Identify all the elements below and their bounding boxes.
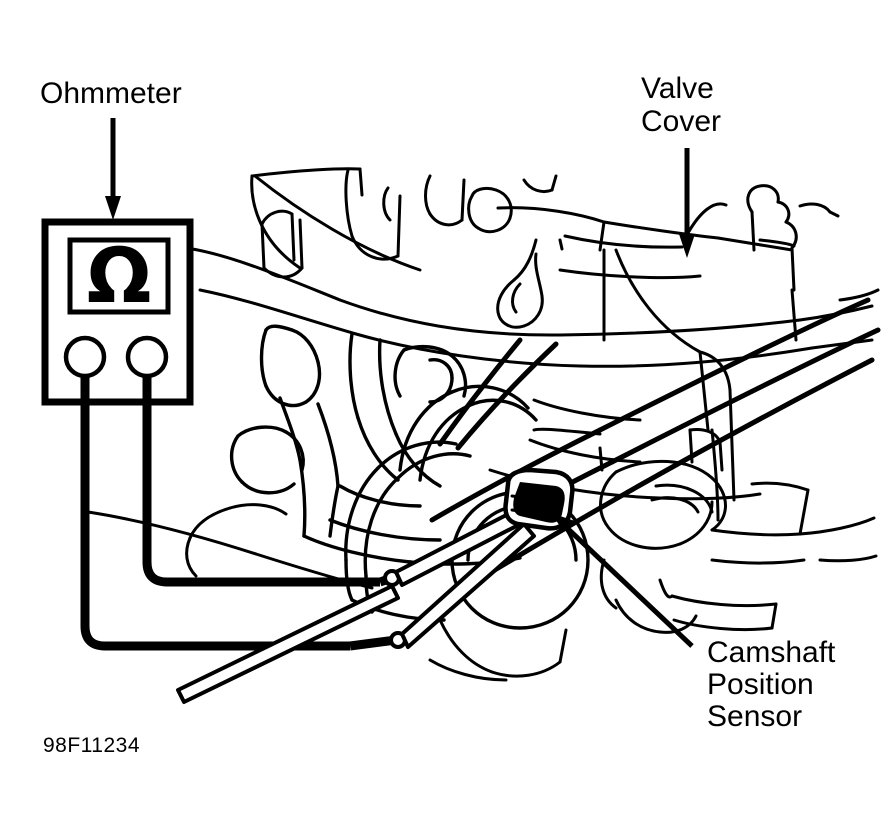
cps-label-line1: Camshaft: [707, 636, 836, 669]
connector-terminal-slot-upper: [510, 494, 528, 500]
intake-manifold-runners: [230, 324, 522, 566]
probe-shaft-long: [176, 584, 400, 704]
cps-arrow-head-icon: [551, 513, 575, 532]
lead-to-probe-lower: [349, 635, 397, 651]
connector-terminal-slot-lower: [510, 508, 528, 514]
engine-block-lower-right: [598, 428, 810, 634]
ohmmeter-terminal-left[interactable]: [63, 335, 107, 379]
cps-label-line3: Sensor: [707, 700, 802, 733]
label-ohmmeter: Ohmmeter: [40, 77, 182, 220]
test-lead-left[interactable]: [80, 374, 350, 651]
cps-arrow-shaft: [564, 525, 694, 648]
ohmmeter-label-text: Ohmmeter: [40, 77, 182, 110]
test-probe-lower[interactable]: [400, 522, 536, 649]
valve-cover-arrow-head-icon: [679, 234, 695, 258]
ohmmeter-terminal-right[interactable]: [125, 335, 169, 379]
ohm-symbol-icon: Ω: [87, 231, 152, 320]
cylinder-head-outline: [260, 168, 558, 329]
ohmmeter-device[interactable]: Ω: [41, 218, 194, 406]
test-leads: [80, 374, 397, 651]
engine-lower-left-contour: [86, 503, 568, 682]
ohmmeter-arrow-head-icon: [105, 196, 121, 220]
ohmmeter-display-screen: [67, 237, 171, 315]
figure-id-text: 98F11234: [43, 734, 140, 757]
engine-lower-right-contour: [790, 288, 880, 563]
label-valve-cover: Valve Cover: [641, 72, 721, 258]
valve-cover-end-cap: [746, 184, 840, 292]
label-camshaft-position-sensor: Camshaft Position Sensor: [551, 513, 836, 733]
test-lead-right[interactable]: [142, 374, 380, 587]
cps-label-line2: Position: [707, 668, 814, 701]
coolant-hose-loops: [344, 384, 538, 622]
valve-cover-label-line1: Valve: [641, 72, 714, 105]
valve-cover-label-line2: Cover: [641, 105, 721, 138]
camshaft-position-sensor-connector[interactable]: [503, 467, 575, 531]
